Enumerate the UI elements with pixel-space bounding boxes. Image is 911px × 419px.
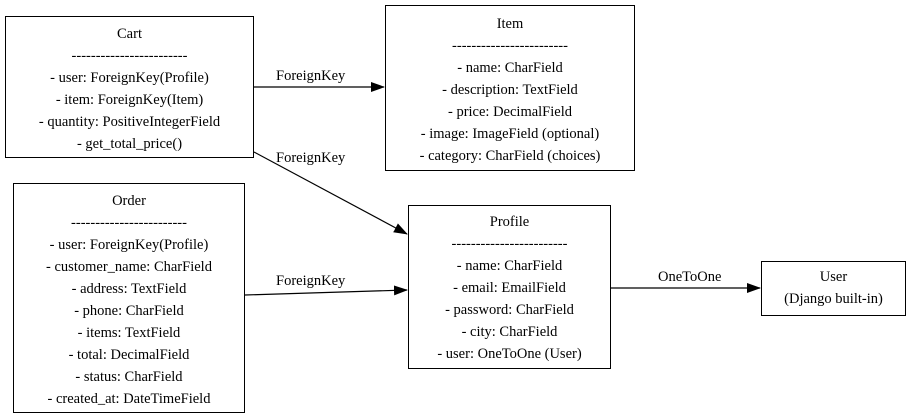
order-field: - customer_name: CharField [46, 259, 212, 275]
order-field: - address: TextField [71, 281, 187, 297]
cart-title: Cart [117, 26, 142, 42]
user-field: (Django built-in) [784, 291, 883, 307]
order-field: - total: DecimalField [68, 347, 190, 363]
profile-field: - user: OneToOne (User) [437, 346, 582, 362]
item-field: - category: CharField (choices) [419, 148, 601, 164]
item-field: - image: ImageField (optional) [420, 126, 600, 142]
cart-field: - quantity: PositiveIntegerField [38, 114, 221, 130]
item-field: - price: DecimalField [447, 104, 572, 120]
cart-node: Cart ------------------------ - user: Fo… [5, 16, 254, 158]
profile-title: Profile [489, 214, 530, 230]
cart-field: - get_total_price() [76, 136, 183, 152]
profile-node: Profile ------------------------ - name:… [408, 205, 611, 369]
item-field: - name: CharField [457, 60, 563, 76]
order-field: - created_at: DateTimeField [47, 391, 211, 407]
order-field: - user: ForeignKey(Profile) [49, 237, 209, 253]
edge-cart-profile [253, 151, 408, 235]
item-title: Item [496, 16, 524, 32]
cart-separator: ------------------------ [71, 48, 188, 64]
edge-label-order-profile: ForeignKey [276, 273, 346, 289]
cart-field: - user: ForeignKey(Profile) [50, 70, 209, 86]
profile-field: - city: CharField [461, 324, 558, 340]
edge-order-profile [244, 285, 408, 296]
edge-label-cart-item: ForeignKey [276, 68, 346, 84]
profile-separator: ------------------------ [451, 236, 568, 252]
user-title: User [819, 269, 848, 285]
order-node: Order ------------------------ - user: F… [13, 183, 245, 413]
profile-field: - email: EmailField [453, 280, 566, 296]
user-node: User (Django built-in) [761, 261, 906, 316]
order-separator: ------------------------ [71, 215, 187, 231]
edge-label-profile-user: OneToOne [658, 269, 722, 285]
order-field: - phone: CharField [74, 303, 184, 319]
order-field: - items: TextField [77, 325, 181, 341]
order-title: Order [112, 193, 146, 209]
item-node: Item ------------------------ - name: Ch… [385, 5, 635, 171]
profile-field: - name: CharField [456, 258, 563, 274]
cart-field: - item: ForeignKey(Item) [55, 92, 204, 108]
edge-label-cart-profile: ForeignKey [276, 150, 346, 166]
order-field: - status: CharField [75, 369, 183, 385]
profile-field: - password: CharField [445, 302, 574, 318]
item-field: - description: TextField [442, 82, 578, 98]
item-separator: ------------------------ [452, 38, 568, 54]
